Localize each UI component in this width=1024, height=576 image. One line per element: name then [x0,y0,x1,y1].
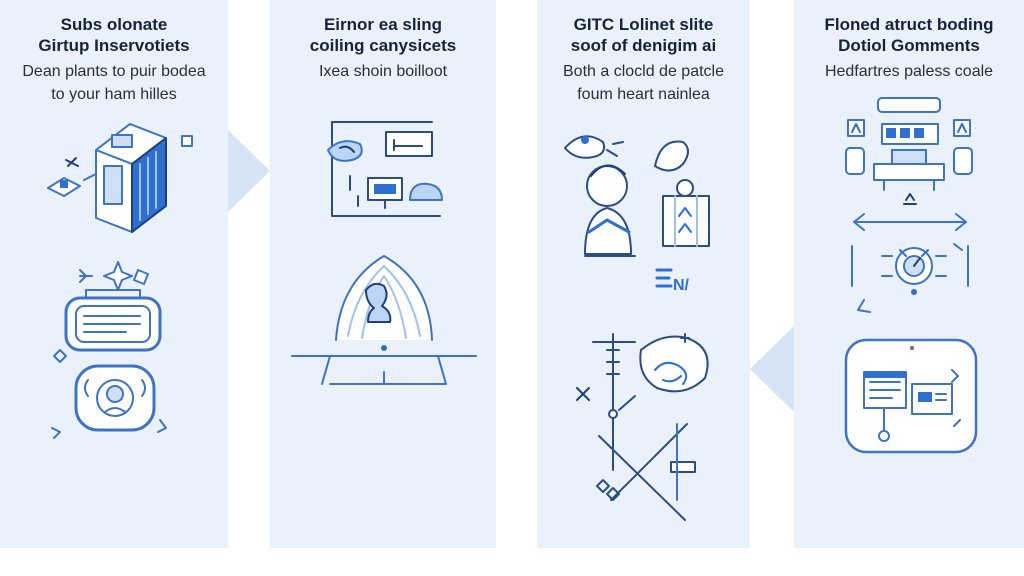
person-icon [584,164,636,257]
chevron-arrow-1-icon [226,128,270,214]
panel-1-title: Subs olonate Girtup Inservotiets [38,15,190,55]
panel-4-illustration [844,97,978,454]
network-node-icon [47,157,97,197]
user-shield-icon [74,364,156,432]
panel-3-title: GITC Lolinet slite soof of denigim ai [570,15,717,55]
panel-2-illustration [291,121,477,385]
panel-4: Floned atruct boding Dotiol Gomments Hed… [794,0,1024,548]
panel-1-illustration [47,123,193,439]
panel-1-subtitle: Dean plants to puir bodea to your ham hi… [22,63,206,103]
panel-2: Eirnor ea sling coiling canysicets Ixea … [270,0,496,548]
panel-1: Subs olonate Girtup Inservotiets Dean pl… [0,0,228,548]
panel-3: GITC Lolinet slite soof of denigim ai Bo… [537,0,750,548]
double-arrow-icon [853,193,967,231]
chevron-arrow-2-icon [750,326,794,412]
message-screen-icon [64,289,162,352]
panel-3-subtitle: Both a clocld de patcle foum heart nainl… [563,63,724,103]
control-console-icon [845,97,973,191]
panel-4-subtitle: Hedfartres paless coale [824,63,994,80]
panel-3-illustration: N/ [564,135,710,521]
panel-2-subtitle: Ixea shoin boilloot [318,63,448,80]
dashboard-window-icon [327,121,443,217]
monitor-panel-icon [844,338,978,454]
server-cabinet-icon [95,123,167,233]
panel-4-title: Floned atruct boding Dotiol Gomments [824,15,994,55]
panel-2-title: Eirnor ea sling coiling canysicets [309,15,457,55]
wire-network-icon [576,333,709,521]
tool-stand-icon [654,140,710,247]
dome-shelter-icon [291,255,477,385]
panel-3-badge: N/ [673,277,690,294]
gauge-dial-icon [851,243,969,313]
